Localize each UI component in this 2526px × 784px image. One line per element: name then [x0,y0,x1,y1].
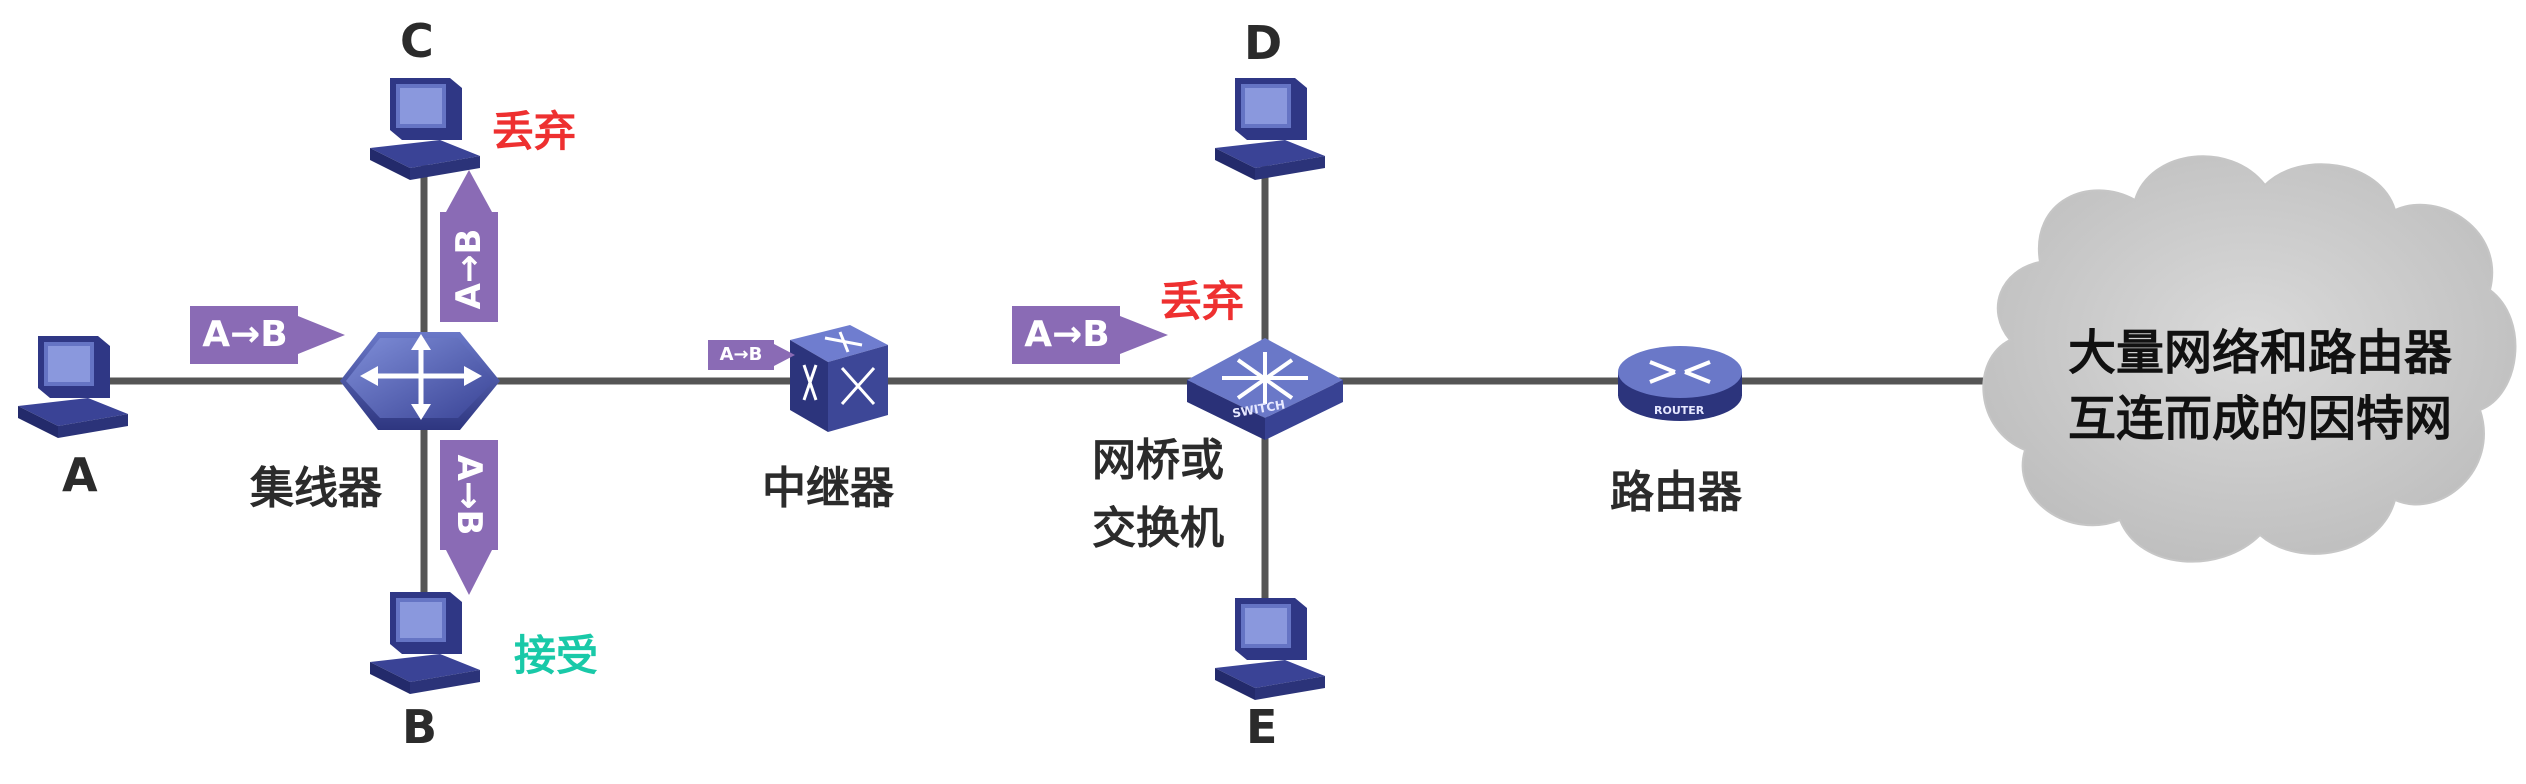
packet-arrow-repeater [708,340,795,370]
status-bridge-discard: 丢弃 [1160,277,1245,326]
hub-label: 集线器 [250,463,382,514]
computer-a-icon [18,336,128,438]
computer-e-icon [1215,598,1325,700]
router-badge: ROUTER [1654,404,1705,417]
packet-arrow-hub-c [440,170,498,322]
node-label-d: D [1244,16,1283,70]
cloud-text-line2: 互连而成的因特网 [2067,391,2452,447]
packet-label-a-hub: A→B [202,314,288,355]
bridge-label-line2: 交换机 [1092,503,1224,554]
repeater-label: 中继器 [762,463,894,514]
packet-label-bridge: A→B [1024,314,1110,355]
packet-label-hub-c: A→B [449,228,489,310]
internet-cloud-text: 大量网络和路由器 互连而成的因特网 [2030,320,2490,452]
repeater-icon [790,325,888,432]
computer-c-icon [370,78,480,180]
bridge-label-line1: 网桥或 [1092,435,1224,486]
node-label-a: A [62,448,98,502]
packet-arrow-bridge [1012,306,1168,364]
hub-icon [340,332,500,430]
node-label-e: E [1246,700,1278,754]
packet-arrow-a-hub [190,306,345,364]
cloud-text-line1: 大量网络和路由器 [2067,325,2452,381]
switch-icon [1187,338,1343,440]
computer-d-icon [1215,78,1325,180]
internet-cloud [1982,155,2517,563]
node-label-b: B [402,700,438,754]
node-label-c: C [400,14,434,68]
status-b-accept: 接受 [514,631,599,680]
router-label: 路由器 [1610,467,1742,518]
status-c-discard: 丢弃 [492,107,577,156]
packet-label-repeater: A→B [719,344,763,365]
router-icon [1618,346,1742,421]
packet-label-hub-b: A→B [449,454,489,536]
computer-b-icon [370,592,480,694]
packet-arrow-hub-b [440,440,498,595]
